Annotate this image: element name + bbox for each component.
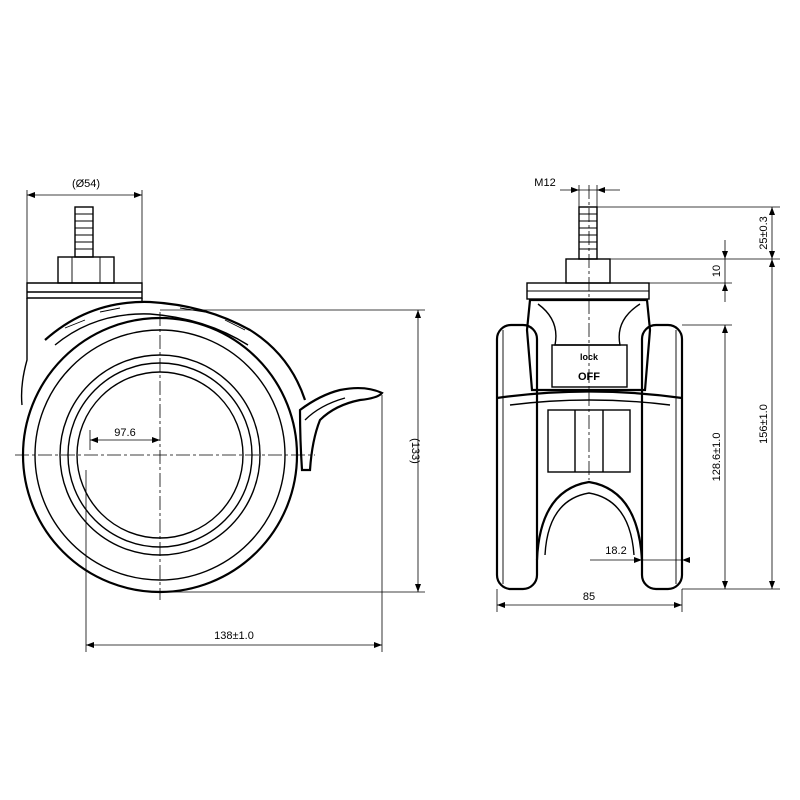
front-housing: lock OFF (525, 298, 652, 392)
nut-height-label: 10 (711, 265, 723, 277)
tread-width-label: 18.2 (605, 545, 626, 557)
front-threaded-stem (578, 206, 598, 260)
overall-width-label: 85 (583, 591, 595, 603)
hub-dimension-label: 97.6 (114, 427, 135, 439)
overall-length-dimension: 138±1.0 (85, 395, 383, 652)
brake-lock-label: lock (580, 352, 599, 362)
height-ref-dimension: (133) (160, 309, 425, 593)
side-view: (Ø54) 97.6 (133) 138±1.0 (15, 178, 425, 652)
stem-length-dimension: 25±0.3 (597, 206, 780, 260)
front-view: lock OFF (495, 177, 780, 612)
right-wheel (640, 323, 684, 591)
front-top-plate (526, 282, 650, 300)
total-height-dimension: 156±1.0 (758, 259, 775, 589)
stem-diameter-label: (Ø54) (72, 178, 100, 190)
height-ref-label: (133) (409, 438, 421, 464)
thread-label: M12 (534, 177, 555, 189)
total-height-label: 156±1.0 (758, 404, 770, 444)
threaded-stem (74, 206, 94, 258)
wheel-height-label: 128.6±1.0 (711, 433, 723, 482)
housing (20, 282, 307, 406)
brake-lever (298, 386, 384, 472)
overall-length-label: 138±1.0 (214, 630, 254, 642)
stem-length-label: 25±0.3 (758, 216, 770, 250)
front-hex-nut (565, 258, 611, 284)
left-wheel (495, 323, 539, 591)
tread-width-dimension: 18.2 (590, 545, 690, 563)
axle-bridge (496, 390, 683, 561)
hex-nut (57, 256, 115, 284)
thread-dimension: M12 (534, 177, 620, 207)
hub-dimension: 97.6 (89, 427, 160, 450)
stem-diameter-dimension: (Ø54) (26, 178, 143, 283)
nut-height-dimension: 10 (649, 240, 732, 302)
wheel-height-dimension: 128.6±1.0 (682, 324, 780, 590)
overall-width-dimension: 85 (496, 589, 683, 612)
